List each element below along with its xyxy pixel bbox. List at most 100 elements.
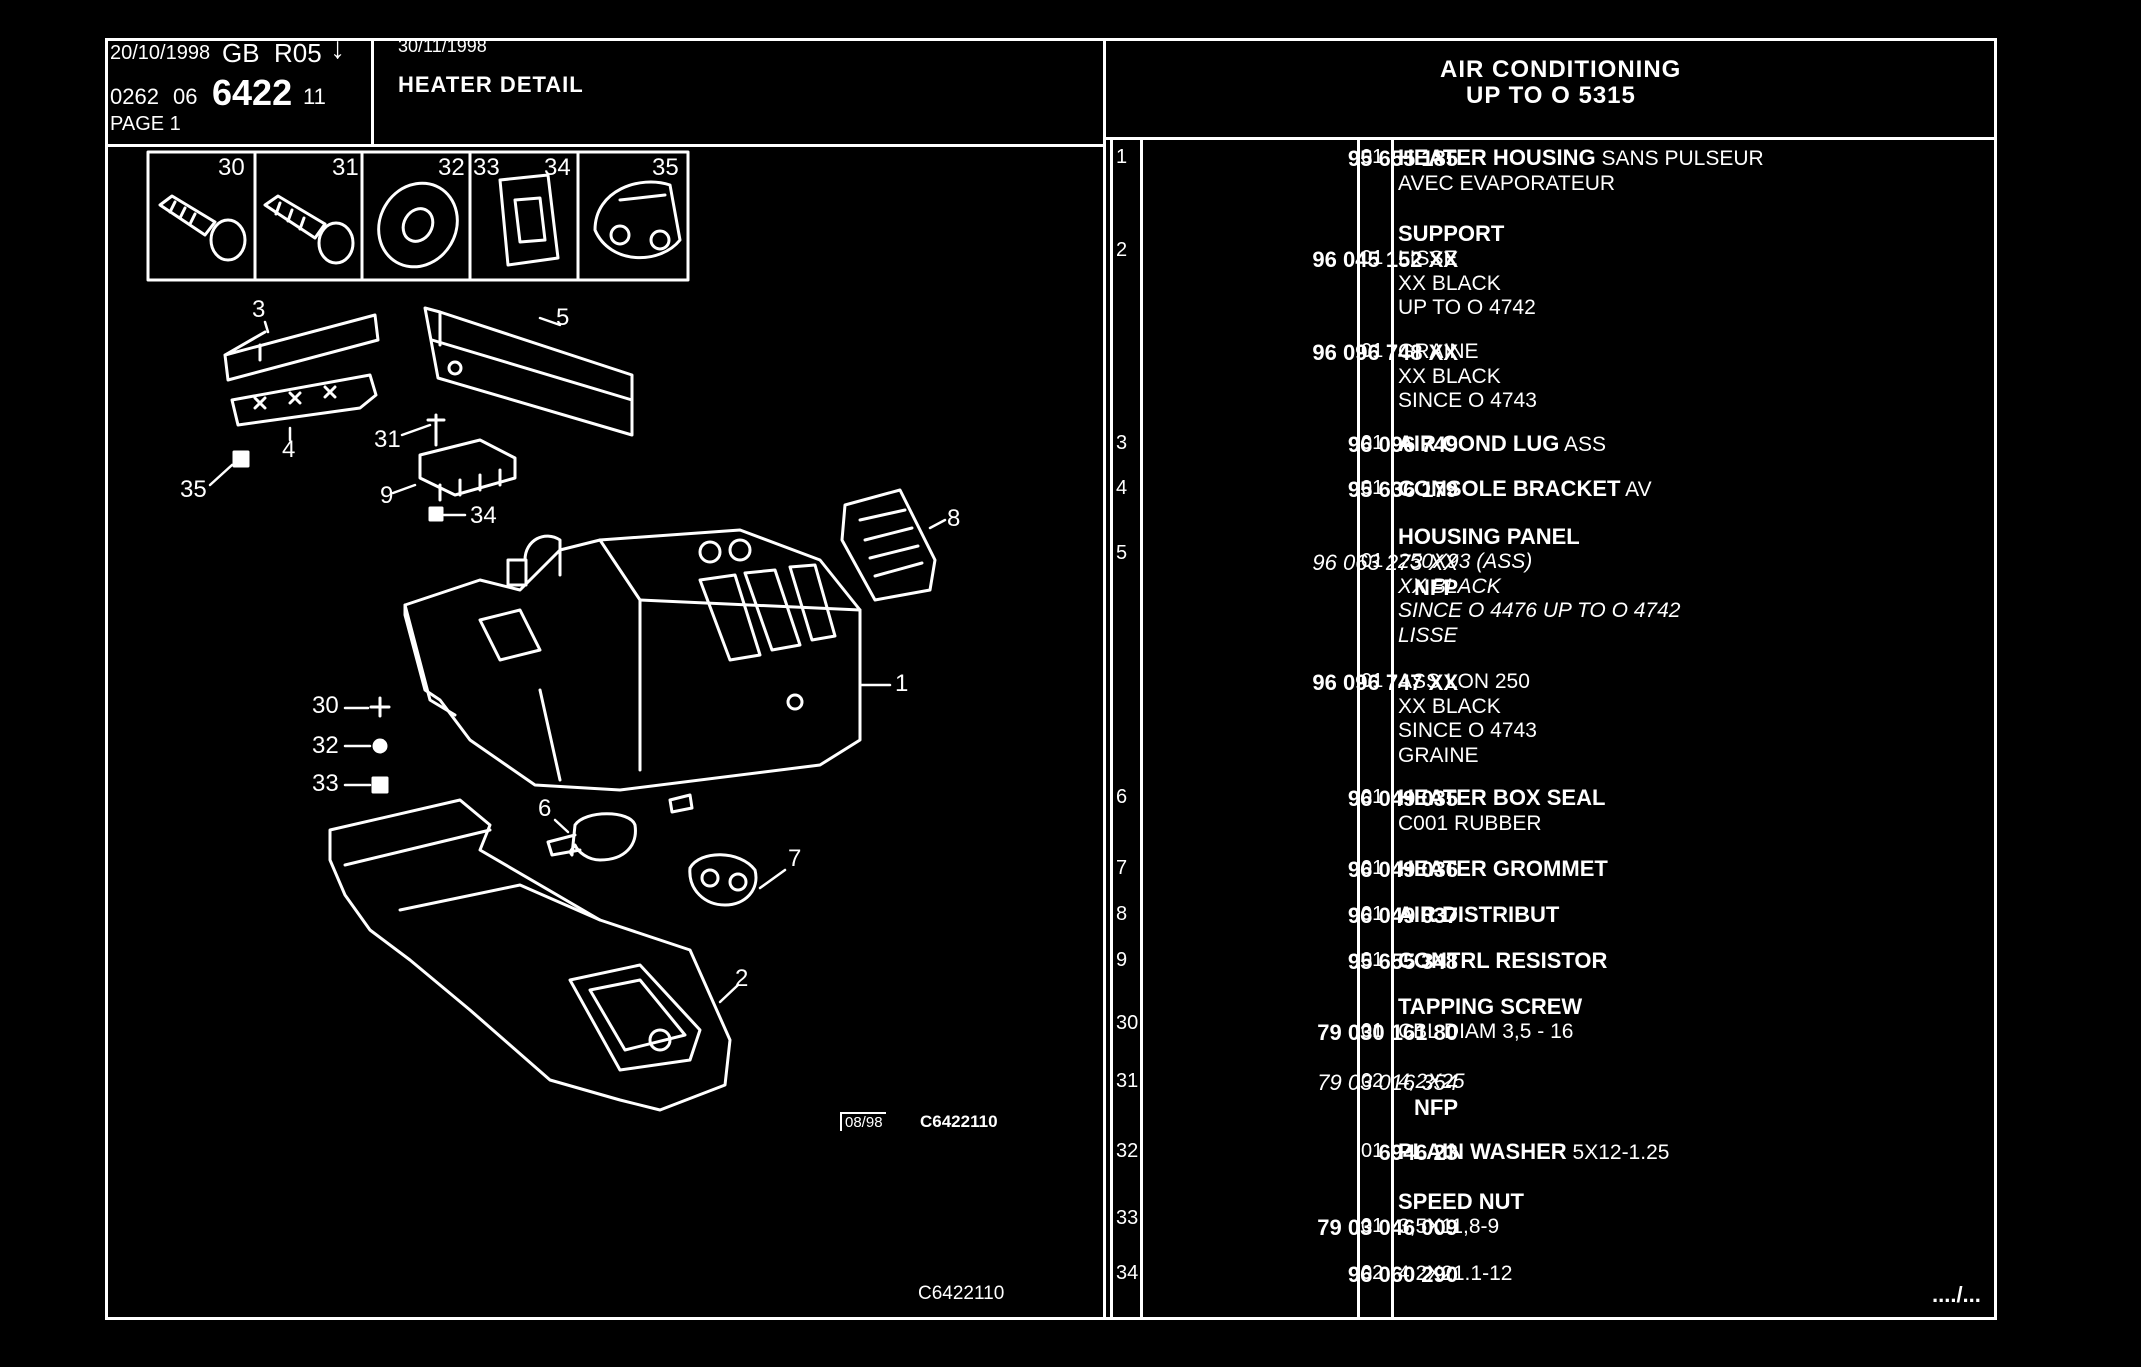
part-description-text: XX BLACK <box>1398 271 1501 295</box>
console-drawing <box>328 798 732 1112</box>
part-description: 3,5X11,8-9 <box>1398 1215 1499 1240</box>
air-distributor-drawing <box>840 488 937 602</box>
part-reference: 96 060 290 <box>1347 1262 1458 1287</box>
part-index: 33 <box>1116 1207 1139 1229</box>
hardware-label-31: 31 <box>332 154 359 181</box>
part-heading-text: HOUSING PANEL <box>1398 524 1580 549</box>
part-description: CBL DIAM 3,5 - 16 <box>1398 1020 1573 1045</box>
hardware-strip <box>146 150 690 282</box>
screw-icon <box>263 194 355 265</box>
part-description-line: AIR DISTRIBUT <box>1398 902 1560 929</box>
page-frame <box>105 38 1997 1320</box>
speed-nut-icon <box>498 173 560 267</box>
part-description-text: HEATER HOUSING <box>1398 145 1596 170</box>
callout-6: 6 <box>538 795 552 822</box>
part-reference: 96 063 273 XX <box>1312 550 1458 575</box>
part-heading-text: TAPPING SCREW <box>1398 994 1583 1019</box>
part-description-line: 250X93 (ASS) <box>1398 550 1680 575</box>
heater-housing-drawing <box>403 528 862 814</box>
control-resistor-drawing <box>418 438 517 502</box>
exploded-parts-diagram <box>146 150 947 1112</box>
part-index: 4 <box>1116 477 1128 499</box>
hardware-label-32: 32 <box>438 154 465 181</box>
table-rule-ref <box>1140 140 1143 1320</box>
part-description-text: GRAINE <box>1398 340 1479 363</box>
part-index: 34 <box>1116 1262 1139 1284</box>
part-description-line: CONSOLE BRACKET AV <box>1398 476 1652 503</box>
part-description-line: GRAINE <box>1398 340 1537 365</box>
marker-32-icon <box>372 738 388 754</box>
part-description-text: SINCE O 4743 <box>1398 719 1537 742</box>
heater-box-seal-drawing <box>546 812 637 862</box>
marker-33-icon <box>371 776 389 794</box>
part-quantity: 01 <box>1361 1020 1384 1042</box>
part-description-line: UP TO O 4742 <box>1398 296 1536 321</box>
part-heading: SPEED NUT <box>1398 1189 1524 1216</box>
part-reference: 96 096 749 <box>1347 432 1458 457</box>
callout-8: 8 <box>947 505 961 532</box>
part-description-text: XX BLACK <box>1398 694 1501 718</box>
part-description-line: LISSE <box>1398 247 1536 272</box>
part-description-text: HEATER GROMMET <box>1398 856 1608 881</box>
part-description-text: C001 RUBBER <box>1398 811 1542 835</box>
part-description-text: AIR DISTRIBUT <box>1398 902 1560 927</box>
part-index: 3 <box>1116 432 1128 454</box>
callout-31: 31 <box>374 426 401 453</box>
part-quantity: 01 <box>1361 550 1384 572</box>
part-description: AIR DISTRIBUT <box>1398 902 1560 929</box>
part-description-text: HEATER BOX SEAL <box>1398 785 1606 810</box>
part-description-line: XX BLACK <box>1398 695 1537 720</box>
housing-panel-drawing <box>423 306 634 437</box>
part-description-line: AVEC EVAPORATEUR <box>1398 172 1764 197</box>
part-description-suffix: SANS PULSEUR <box>1595 147 1764 170</box>
part-description-line: SINCE O 4743 <box>1398 719 1537 744</box>
part-description-line: HEATER BOX SEAL <box>1398 785 1606 812</box>
table-rule-qty-right <box>1391 140 1394 1320</box>
revision-stamp-box: 08/98 <box>840 1112 886 1131</box>
part-quantity: 01 <box>1361 670 1384 692</box>
continuation-mark: ..../... <box>1932 1282 1981 1307</box>
section-title: HEATER DETAIL <box>398 72 584 97</box>
part-description: 4.2X21.1-12 <box>1398 1262 1512 1287</box>
part-description-text: CBL DIAM 3,5 - 16 <box>1398 1020 1574 1043</box>
part-description-text: LISSE <box>1398 247 1458 270</box>
part-reference: 79 03 046 009 <box>1317 1215 1458 1240</box>
nut-34-drawing <box>428 506 444 522</box>
part-heading: SUPPORT <box>1398 221 1504 248</box>
part-description-line: SINCE O 4476 UP TO O 4742 <box>1398 599 1680 624</box>
part-reference: 95 655 348 <box>1347 949 1458 974</box>
header-date-right: 30/11/1998 <box>398 36 487 56</box>
part-description-text: CONSOLE BRACKET <box>1398 476 1621 501</box>
callout-9: 9 <box>380 482 394 509</box>
part-description-text: 250X93 (ASS) <box>1398 550 1533 573</box>
header-region: GB <box>222 38 260 68</box>
revision-stamp-code: C6422110 <box>920 1112 998 1131</box>
part-description-line: GRAINE <box>1398 744 1537 769</box>
part-description-line: XX BLACK <box>1398 272 1536 297</box>
part-index: 6 <box>1116 786 1128 808</box>
callout-4: 4 <box>282 436 296 463</box>
part-description-text: LISSE <box>1398 623 1458 647</box>
part-description-line: AIR COND LUG ASS <box>1398 431 1606 458</box>
part-reference: 95 636 179 <box>1347 477 1458 502</box>
part-nfp: NFP <box>1414 575 1458 600</box>
part-reference: 79 030 161 80 <box>1317 1020 1458 1045</box>
part-reference: 96 049 035 <box>1347 786 1458 811</box>
part-quantity: 01 <box>1361 146 1384 168</box>
part-quantity: 02 <box>1361 1262 1384 1284</box>
callout-1: 1 <box>895 670 909 697</box>
part-reference: 96 096 748 XX <box>1312 340 1458 365</box>
part-description-line: 4,2X25 <box>1398 1070 1465 1095</box>
part-index: 8 <box>1116 903 1128 925</box>
part-description-text: SINCE O 4476 UP TO O 4742 <box>1398 599 1681 622</box>
group-title-line1: AIR CONDITIONING <box>1440 56 1682 83</box>
hardware-label-35: 35 <box>652 154 679 181</box>
part-description-line: C001 RUBBER <box>1398 812 1605 837</box>
part-description-text: PLAIN WASHER <box>1398 1139 1567 1164</box>
part-description-line: SINCE O 4743 <box>1398 389 1537 414</box>
header-code-prefix: 0262 <box>110 84 159 109</box>
header-divider <box>371 38 374 146</box>
part-description-text: SINCE O 4743 <box>1398 389 1537 412</box>
